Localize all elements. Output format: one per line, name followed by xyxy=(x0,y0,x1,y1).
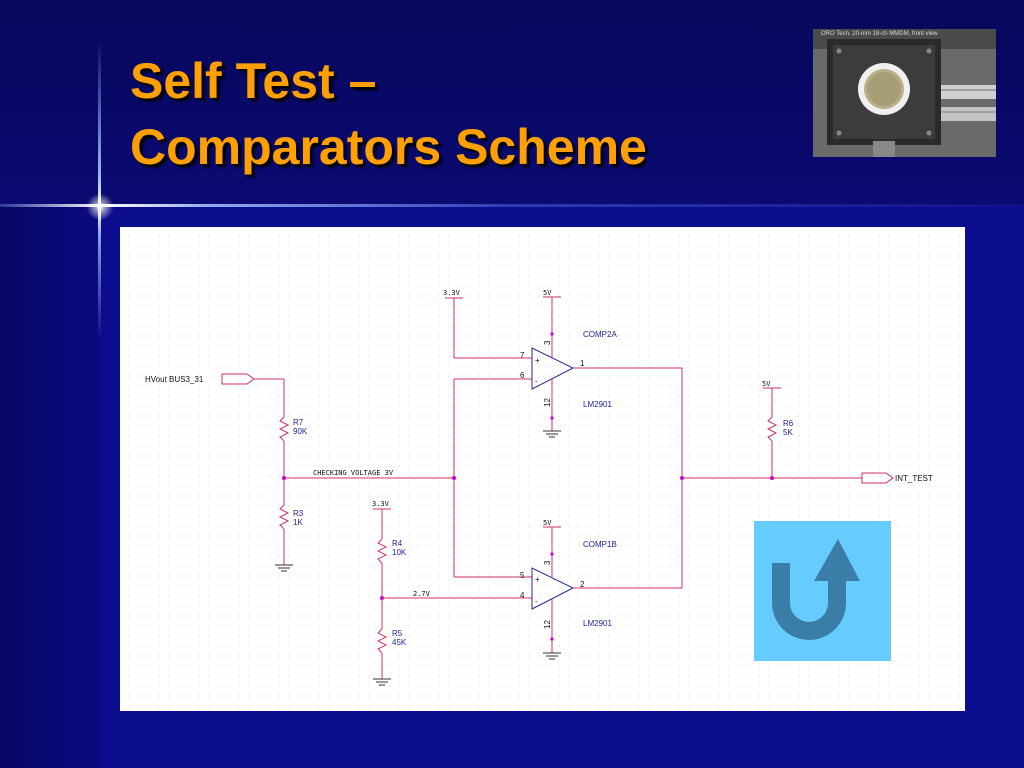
comp2a-pin-out: 1 xyxy=(580,359,585,368)
r5-ref: R5 xyxy=(392,629,403,638)
comp1b-comparator: + - 5V 5 4 2 3 12 COMP1B LM2901 xyxy=(520,519,617,660)
r7-value: 90K xyxy=(293,427,308,436)
comp2a-comparator: + - 5V 7 6 1 3 12 COMP2A LM2901 xyxy=(520,289,617,438)
svg-text:-: - xyxy=(535,597,538,606)
hv-input-label: HVout BUS3_31 xyxy=(145,375,204,384)
r4-r5-divider: 3.3V R4 10K R5 45K 2.7V xyxy=(372,500,532,686)
return-button[interactable] xyxy=(754,521,891,661)
device-photo-drawing xyxy=(813,29,996,157)
rail-5v-comp1b-label: 5V xyxy=(543,519,552,527)
left-band xyxy=(0,206,100,768)
slide-title-line-2: Comparators Scheme xyxy=(130,119,647,175)
svg-text:+: + xyxy=(535,575,540,584)
hv-input-port: HVout BUS3_31 xyxy=(145,373,284,385)
svg-text:-: - xyxy=(535,377,538,386)
photo-caption: ORO Tech, 20-mm 18-ch MMDM, front view xyxy=(821,31,938,37)
rail-5v-r6-label: 5V xyxy=(762,380,771,388)
rail-5v-comp2a-label: 5V xyxy=(543,289,552,297)
r3-value: 1K xyxy=(293,518,303,527)
slide-title: Self Test – Comparators Scheme xyxy=(130,48,647,180)
comparators-schematic: HVout BUS3_31 R7 90K R3 1K CHECKING VOLT… xyxy=(145,289,933,686)
return-arrow-icon xyxy=(772,539,860,640)
checking-voltage-net: CHECKING VOLTAGE 3V xyxy=(282,378,532,578)
r4-value: 10K xyxy=(392,548,407,557)
int-test-label: INT_TEST xyxy=(895,474,933,483)
comp2a-pin-vcc: 3 xyxy=(543,340,552,345)
comp2a-pin-plus: 7 xyxy=(520,351,525,360)
device-photo: ORO Tech, 20-mm 18-ch MMDM, front view xyxy=(813,29,996,157)
slide-title-line-1: Self Test – xyxy=(130,53,377,109)
rail-33v-low-label: 3.3V xyxy=(372,500,390,508)
comp1b-pin-out: 2 xyxy=(580,580,585,589)
comp2a-pin-gnd: 12 xyxy=(543,398,552,407)
top-33v-rail: 3.3V xyxy=(443,289,532,359)
r3-ref: R3 xyxy=(293,509,304,518)
node-27v-label: 2.7V xyxy=(413,590,431,598)
decorative-horizontal-line xyxy=(0,204,1024,207)
rail-33v-top-label: 3.3V xyxy=(443,289,461,297)
decorative-vertical-line xyxy=(98,40,101,340)
svg-text:+: + xyxy=(535,356,540,365)
comp1b-name: COMP1B xyxy=(583,540,617,549)
decorative-sparkle xyxy=(84,191,116,223)
comp2a-pin-minus: 6 xyxy=(520,371,525,380)
comp1b-pin-plus: 5 xyxy=(520,571,525,580)
output-net: 5V R6 5K INT_TEST xyxy=(573,367,933,589)
r4-ref: R4 xyxy=(392,539,403,548)
r7-ref: R7 xyxy=(293,418,304,427)
comp1b-pin-minus: 4 xyxy=(520,591,525,600)
comp2a-part: LM2901 xyxy=(583,400,612,409)
comp1b-pin-gnd: 12 xyxy=(543,620,552,629)
checking-voltage-label: CHECKING VOLTAGE 3V xyxy=(313,469,394,477)
r6-value: 5K xyxy=(783,428,793,437)
comp1b-pin-vcc: 3 xyxy=(543,560,552,565)
comp2a-name: COMP2A xyxy=(583,330,617,339)
r7-r3-divider: R7 90K R3 1K xyxy=(275,379,308,572)
comp1b-part: LM2901 xyxy=(583,619,612,628)
int-test-port xyxy=(861,472,894,484)
r6-ref: R6 xyxy=(783,419,794,428)
r5-value: 45K xyxy=(392,638,407,647)
